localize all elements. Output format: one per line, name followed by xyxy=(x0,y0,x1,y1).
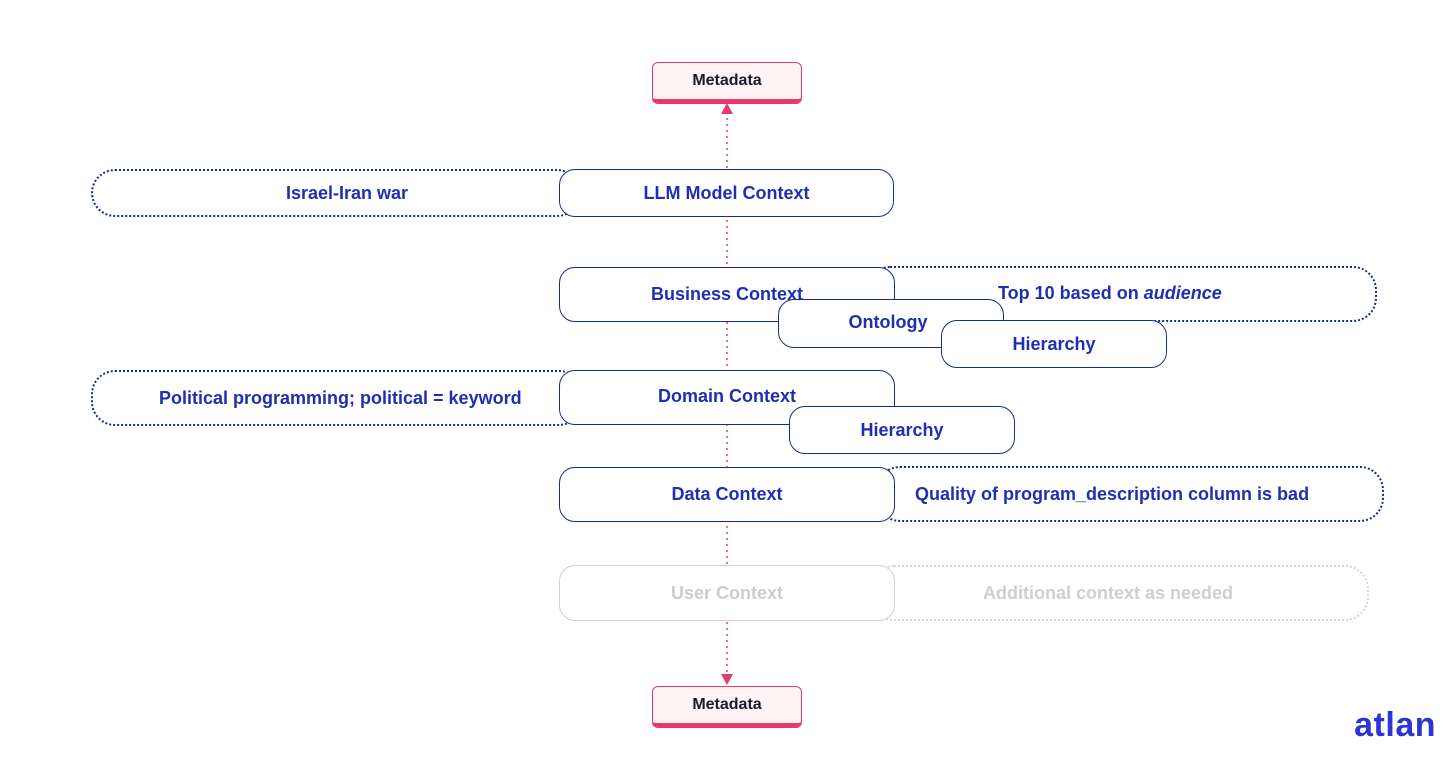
domain-note-text: Political programming; political = keywo… xyxy=(159,387,522,408)
metadata-top-label: Metadata xyxy=(692,72,762,89)
user-note: Additional context as needed xyxy=(870,565,1369,621)
domain-hierarchy-label: Hierarchy xyxy=(860,419,944,440)
data-context-label: Data Context xyxy=(671,484,783,504)
ontology-label: Ontology xyxy=(848,312,928,332)
arrow-up-icon xyxy=(721,103,733,114)
domain-hierarchy-box: Hierarchy xyxy=(789,406,1015,454)
business-hierarchy-box: Hierarchy xyxy=(941,320,1167,368)
business-hierarchy-label: Hierarchy xyxy=(1012,333,1096,354)
business-note-text: Top 10 based on audience xyxy=(998,283,1222,304)
business-note-emphasis: audience xyxy=(1143,283,1222,303)
llm-model-context-box: LLM Model Context xyxy=(559,169,894,217)
business-context-label: Business Context xyxy=(650,284,804,304)
business-note-prefix: Top 10 based on xyxy=(998,283,1144,303)
data-note-text: Quality of program_description column is… xyxy=(915,483,1310,504)
data-note: Quality of program_description column is… xyxy=(876,466,1384,522)
metadata-bottom-label: Metadata xyxy=(692,696,762,713)
llm-note-text: Israel-Iran war xyxy=(286,182,409,203)
metadata-top-box: Metadata xyxy=(652,62,802,104)
metadata-bottom-box: Metadata xyxy=(652,686,802,728)
llm-note: Israel-Iran war xyxy=(91,169,581,217)
arrow-down-icon xyxy=(721,674,733,685)
llm-model-context-label: LLM Model Context xyxy=(643,182,810,203)
data-context-box: Data Context xyxy=(559,467,895,522)
user-context-box: User Context xyxy=(559,565,895,621)
domain-context-label: Domain Context xyxy=(657,386,796,406)
domain-context-box: Domain Context xyxy=(559,370,895,425)
user-context-label: User Context xyxy=(670,582,784,603)
domain-note: Political programming; political = keywo… xyxy=(91,370,583,426)
atlan-logo: atlan xyxy=(1354,706,1436,744)
user-note-text: Additional context as needed xyxy=(983,582,1234,603)
